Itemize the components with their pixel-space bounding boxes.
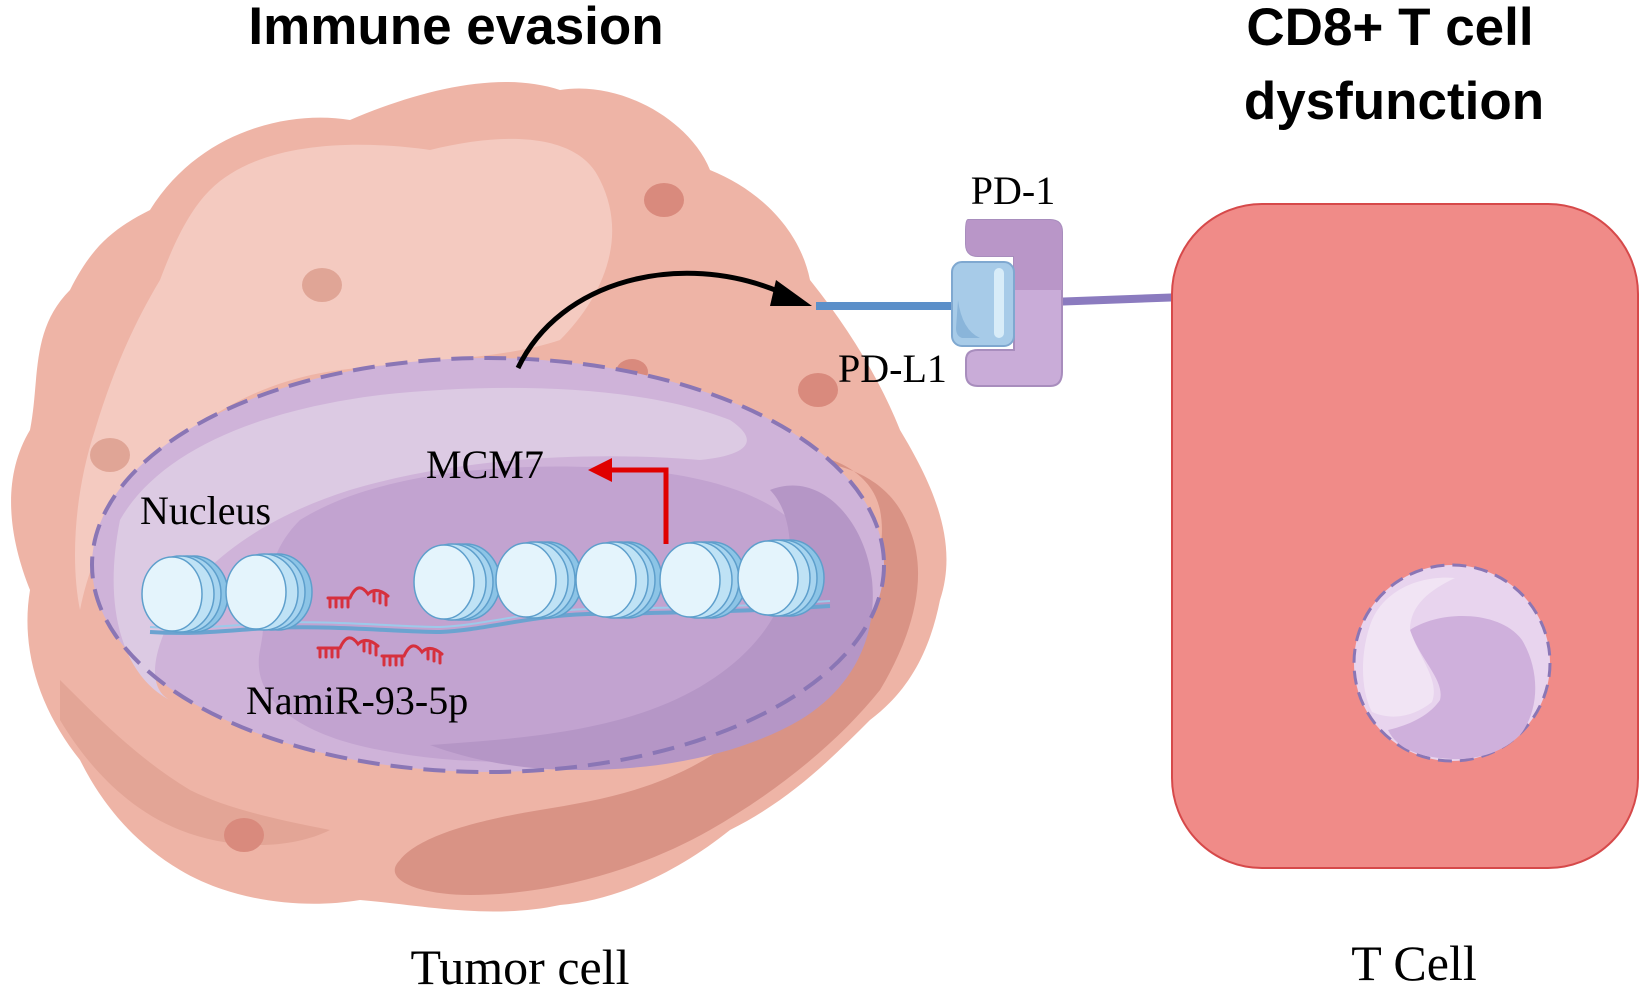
t-cell [1171, 203, 1639, 869]
tumor-spot [644, 183, 684, 217]
tumor-cell-left-shadow [60, 680, 330, 845]
mcm7-arrow [588, 458, 669, 544]
nucleosome [413, 543, 501, 621]
tumor-cell-label: Tumor cell [411, 939, 630, 992]
nucleus-light-lobe [113, 387, 747, 700]
nucleosome [659, 541, 747, 619]
t-cell-nucleus-highlight [1363, 577, 1455, 717]
tumor-spot [224, 818, 264, 852]
pd-l1-ligand-shadow [956, 300, 980, 338]
pd-l1-ligand-shine [994, 268, 1004, 338]
pd-1-receptor-top [966, 220, 1062, 290]
pd-l1-pd-1-complex [816, 219, 1186, 387]
pd-l1-label: PD-L1 [838, 346, 947, 391]
immune-evasion-title: Immune evasion [248, 0, 663, 56]
tumor-spot [302, 268, 342, 302]
nucleus-dashed-border [90, 356, 886, 774]
mirna-label: NamiR-93-5p [246, 678, 468, 723]
cd8-t-cell-title-line1: CD8+ T cell [1246, 0, 1533, 57]
nucleus-label: Nucleus [140, 488, 271, 533]
pd-1-label: PD-1 [971, 168, 1055, 213]
cd8-t-cell-title-line2: dysfunction [1244, 72, 1544, 131]
nucleosome [737, 539, 825, 617]
expression-arrow [515, 270, 812, 370]
nucleosome [575, 541, 663, 619]
nucleosome [495, 541, 583, 619]
nucleosome [225, 553, 313, 631]
t-cell-nucleus-shade [1388, 616, 1536, 760]
tumor-spot [90, 438, 130, 472]
pd-1-stalk [1049, 293, 1186, 306]
tumor-spot [798, 373, 838, 407]
tumor-cell-highlight [75, 138, 613, 610]
mcm7-label: MCM7 [426, 442, 544, 487]
nucleus-dark-lobe [430, 485, 873, 770]
nucleosome [141, 555, 229, 633]
t-cell-body [1171, 203, 1639, 869]
t-cell-label: T Cell [1351, 935, 1476, 991]
